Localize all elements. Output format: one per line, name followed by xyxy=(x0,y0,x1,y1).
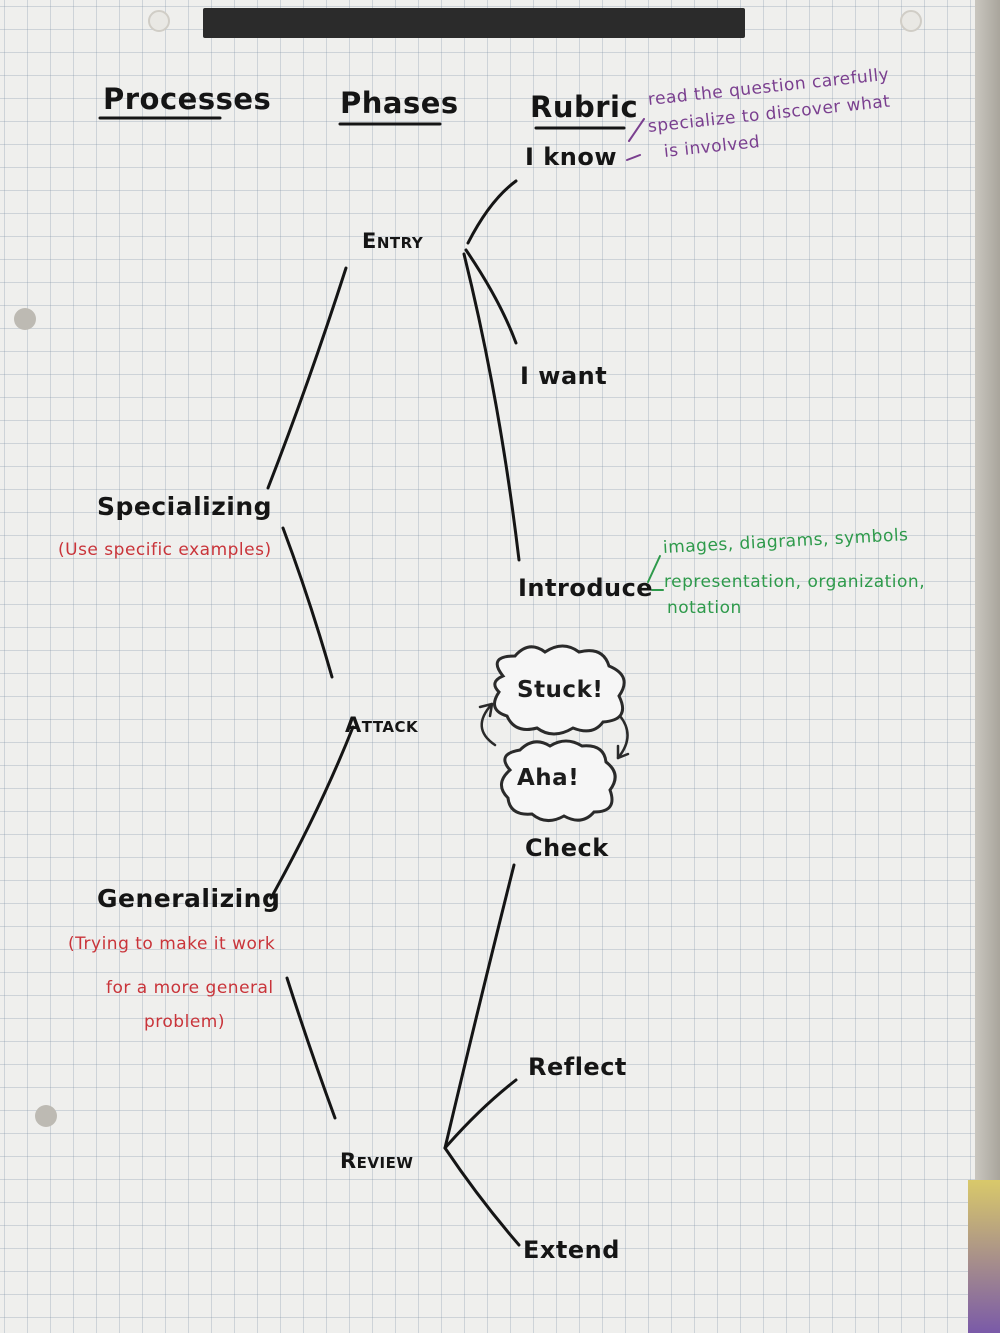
generalizing-note-line-2: for a more general xyxy=(106,978,274,998)
binder-hole-top-right xyxy=(900,10,922,32)
line-review-extend xyxy=(443,1146,521,1247)
aha-label: Aha! xyxy=(517,765,580,791)
heading-processes: Processes xyxy=(103,82,272,116)
line-know-note-top xyxy=(628,118,645,142)
phase-attack: Attack xyxy=(345,713,419,737)
line-review-reflect xyxy=(443,1078,518,1150)
process-specializing: Specializing xyxy=(97,492,273,521)
rubric-i-know: I know xyxy=(525,143,617,171)
generalizing-note-line-1: (Trying to make it work xyxy=(68,934,276,954)
heading-phases: Phases xyxy=(340,86,459,120)
arrow-stuck-to-aha xyxy=(616,714,629,760)
stuck-label: Stuck! xyxy=(517,677,604,703)
arrow-aha-to-stuck xyxy=(480,702,497,747)
specializing-note: (Use specific examples) xyxy=(58,540,272,560)
punch-hole-lower xyxy=(35,1105,57,1127)
arrow-head-down xyxy=(616,744,630,760)
phase-review: Review xyxy=(340,1149,414,1173)
process-generalizing: Generalizing xyxy=(97,884,281,913)
heading-rubric: Rubric xyxy=(530,90,639,124)
line-entry-want xyxy=(464,248,518,345)
introduce-note-line-2: representation, organization, xyxy=(664,572,926,592)
rubric-i-want: I want xyxy=(520,362,608,390)
line-introduce-note-top xyxy=(647,555,661,583)
line-entry-introduce xyxy=(462,252,521,562)
line-specializing-entry xyxy=(266,266,348,490)
punch-hole-upper xyxy=(14,308,36,330)
line-generalizing-review xyxy=(285,976,337,1120)
rubric-introduce: Introduce xyxy=(518,574,654,602)
rubric-extend: Extend xyxy=(523,1236,620,1264)
hanging-bar xyxy=(203,8,745,38)
line-know-note-bottom xyxy=(626,154,641,161)
arrow-head-up xyxy=(478,702,494,718)
phase-entry: Entry xyxy=(362,229,424,253)
line-entry-know xyxy=(466,179,518,245)
paper-edge xyxy=(975,0,1000,1333)
aha-cloud xyxy=(500,739,617,822)
rubric-check: Check xyxy=(525,834,609,862)
binder-hole-top-left xyxy=(148,10,170,32)
line-specializing-attack xyxy=(281,526,334,679)
background-object xyxy=(968,1180,1000,1333)
stuck-cloud xyxy=(493,644,626,736)
rubric-reflect: Reflect xyxy=(528,1053,627,1081)
line-attack-generalizing xyxy=(269,725,355,900)
line-review-check xyxy=(443,863,516,1150)
grid-paper xyxy=(0,0,975,1333)
generalizing-note-line-3: problem) xyxy=(144,1012,225,1032)
introduce-note-line-3: notation xyxy=(667,598,742,618)
